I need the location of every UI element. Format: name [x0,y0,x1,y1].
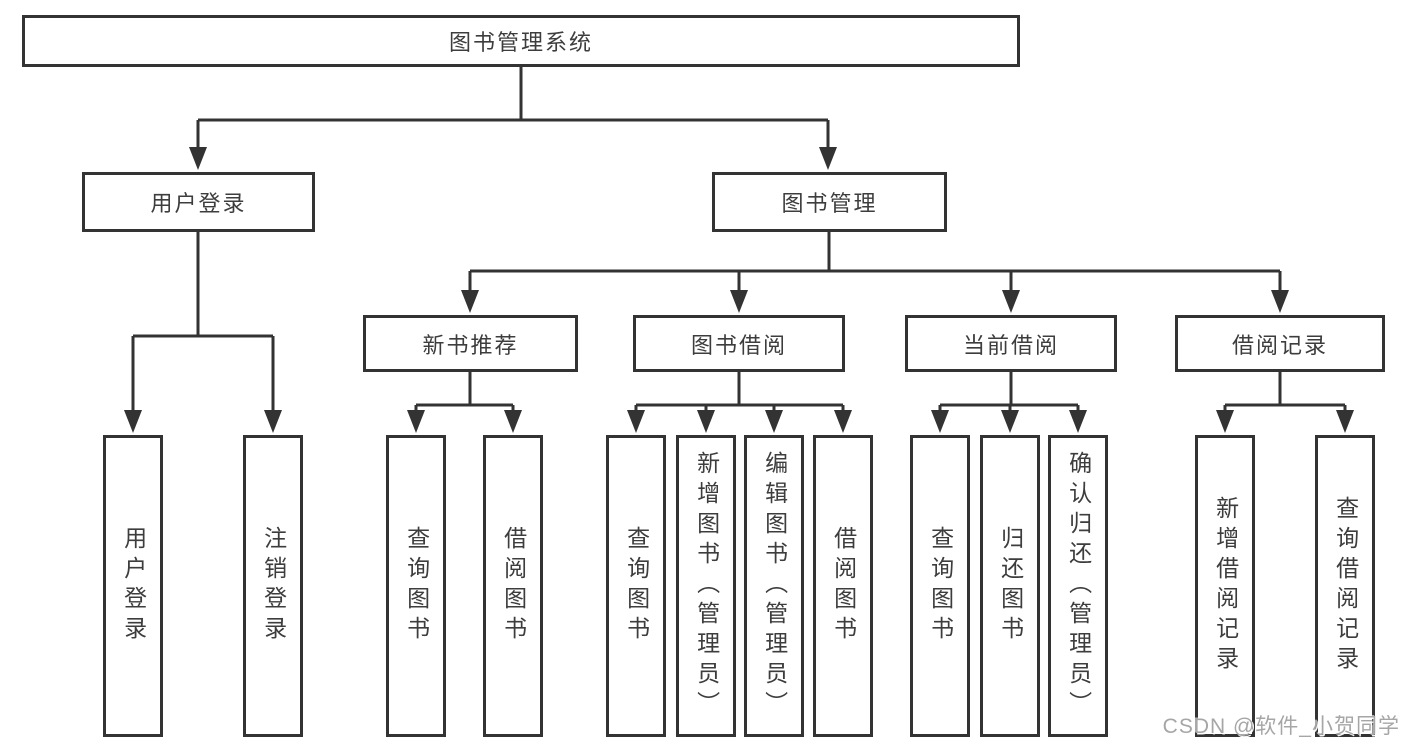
arrow-down-icon [1001,410,1019,433]
leaf-label: 新增图书（管理员） [693,451,720,721]
leaf-user-login: 用户登录 [103,435,163,737]
leaf-label: 借阅图书 [500,526,527,646]
arrow-down-icon [1069,410,1087,433]
arrow-down-icon [407,410,425,433]
node-user-login-branch: 用户登录 [82,172,315,232]
arrow-down-icon [1336,410,1354,433]
leaf-label: 查询图书 [623,526,650,646]
arrow-down-icon [189,147,207,170]
node-new-book-recommend: 新书推荐 [363,315,578,372]
arrow-down-icon [730,290,748,313]
arrow-down-icon [1216,410,1234,433]
arrow-down-icon [1271,290,1289,313]
leaf-label: 查询借阅记录 [1332,496,1359,676]
node-book-management-branch: 图书管理 [712,172,947,232]
leaf-bb-query-book: 查询图书 [606,435,666,737]
arrow-down-icon [264,410,282,433]
leaf-label: 查询图书 [403,526,430,646]
leaf-label: 新增借阅记录 [1212,496,1239,676]
arrow-down-icon [834,410,852,433]
arrow-down-icon [504,410,522,433]
leaf-bb-add-book-admin: 新增图书（管理员） [676,435,736,737]
node-root-library-system: 图书管理系统 [22,15,1020,67]
arrow-down-icon [819,147,837,170]
arrow-down-icon [124,410,142,433]
arrow-down-icon [1002,290,1020,313]
leaf-cb-confirm-return-admin: 确认归还（管理员） [1048,435,1108,737]
leaf-bb-borrow-book: 借阅图书 [813,435,873,737]
node-book-borrow: 图书借阅 [633,315,845,372]
leaf-label: 编辑图书（管理员） [761,451,788,721]
arrow-down-icon [697,410,715,433]
leaf-br-query-record: 查询借阅记录 [1315,435,1375,737]
node-current-borrow: 当前借阅 [905,315,1117,372]
node-borrow-record: 借阅记录 [1175,315,1385,372]
arrow-down-icon [931,410,949,433]
leaf-logout: 注销登录 [243,435,303,737]
arrow-down-icon [765,410,783,433]
leaf-label: 注销登录 [260,526,287,646]
leaf-label: 归还图书 [997,526,1024,646]
leaf-rec-borrow-book: 借阅图书 [483,435,543,737]
leaf-label: 确认归还（管理员） [1065,451,1092,721]
arrow-down-icon [461,290,479,313]
connector-path [131,67,1347,413]
arrowhead-icons [124,147,1354,433]
leaf-bb-edit-book-admin: 编辑图书（管理员） [744,435,804,737]
leaf-label: 借阅图书 [830,526,857,646]
leaf-label: 查询图书 [927,526,954,646]
leaf-cb-query-book: 查询图书 [910,435,970,737]
csdn-watermark: CSDN @软件_小贺同学 [1162,715,1400,738]
leaf-br-add-record: 新增借阅记录 [1195,435,1255,737]
leaf-rec-query-book: 查询图书 [386,435,446,737]
arrow-down-icon [627,410,645,433]
leaf-cb-return-book: 归还图书 [980,435,1040,737]
leaf-label: 用户登录 [120,526,147,646]
